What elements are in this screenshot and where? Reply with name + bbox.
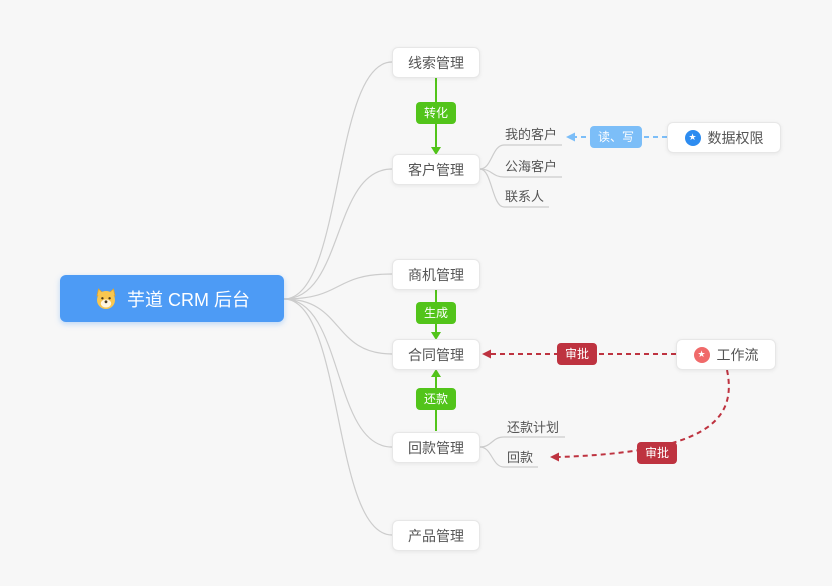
edge-root-leads [283, 61, 393, 300]
node-contacts[interactable]: 联系人 [505, 189, 545, 204]
edge-root-opportunities [283, 273, 393, 300]
node-repayment-plan[interactable]: 还款计划 [507, 420, 560, 435]
edge-root-contracts [283, 298, 393, 355]
root-node-crm-backend[interactable]: 芋道 CRM 后台 [60, 275, 284, 322]
node-workflow-label: 工作流 [716, 346, 759, 363]
node-receivables-label: 回款管理 [408, 439, 464, 456]
edge-badge-repay: 还款 [415, 388, 457, 410]
node-products-label: 产品管理 [408, 527, 464, 544]
node-opportunities-label: 商机管理 [408, 266, 464, 283]
node-products[interactable]: 产品管理 [392, 520, 480, 551]
node-leads[interactable]: 线索管理 [392, 47, 480, 78]
edge-receivables-plan [479, 436, 565, 448]
arrow-approve-receivable-head [550, 452, 559, 462]
edge-badge-approve-receivable: 审批 [636, 442, 678, 464]
node-payment[interactable]: 回款 [507, 450, 534, 465]
shiba-dog-icon [96, 287, 116, 309]
edge-badge-convert: 转化 [415, 102, 457, 124]
edge-root-products [283, 298, 393, 536]
node-workflow[interactable]: ★ 工作流 [676, 339, 776, 370]
root-node-label: 芋道 CRM 后台 [127, 289, 250, 310]
arrow-read-write-head [566, 132, 575, 142]
node-customers[interactable]: 客户管理 [392, 154, 480, 185]
arrow-approve-contract-head [482, 349, 491, 359]
star-icon: ★ [684, 129, 701, 146]
node-my-customers[interactable]: 我的客户 [505, 127, 558, 142]
arrow-repay-head [431, 369, 441, 377]
node-opportunities[interactable]: 商机管理 [392, 259, 480, 290]
edge-badge-approve-contract: 审批 [556, 343, 598, 365]
node-leads-label: 线索管理 [408, 54, 464, 71]
edge-root-receivables [283, 298, 393, 448]
node-contracts-label: 合同管理 [408, 346, 464, 363]
edge-badge-generate: 生成 [415, 302, 457, 324]
node-data-permission-label: 数据权限 [707, 129, 764, 146]
star-icon: ★ [693, 346, 710, 363]
node-receivables[interactable]: 回款管理 [392, 432, 480, 463]
node-data-permission[interactable]: ★ 数据权限 [667, 122, 781, 153]
node-public-customers[interactable]: 公海客户 [505, 159, 558, 174]
edge-root-customers [283, 168, 393, 300]
edge-badge-read-write: 读、写 [589, 126, 643, 148]
node-customers-label: 客户管理 [408, 161, 464, 178]
node-contracts[interactable]: 合同管理 [392, 339, 480, 370]
